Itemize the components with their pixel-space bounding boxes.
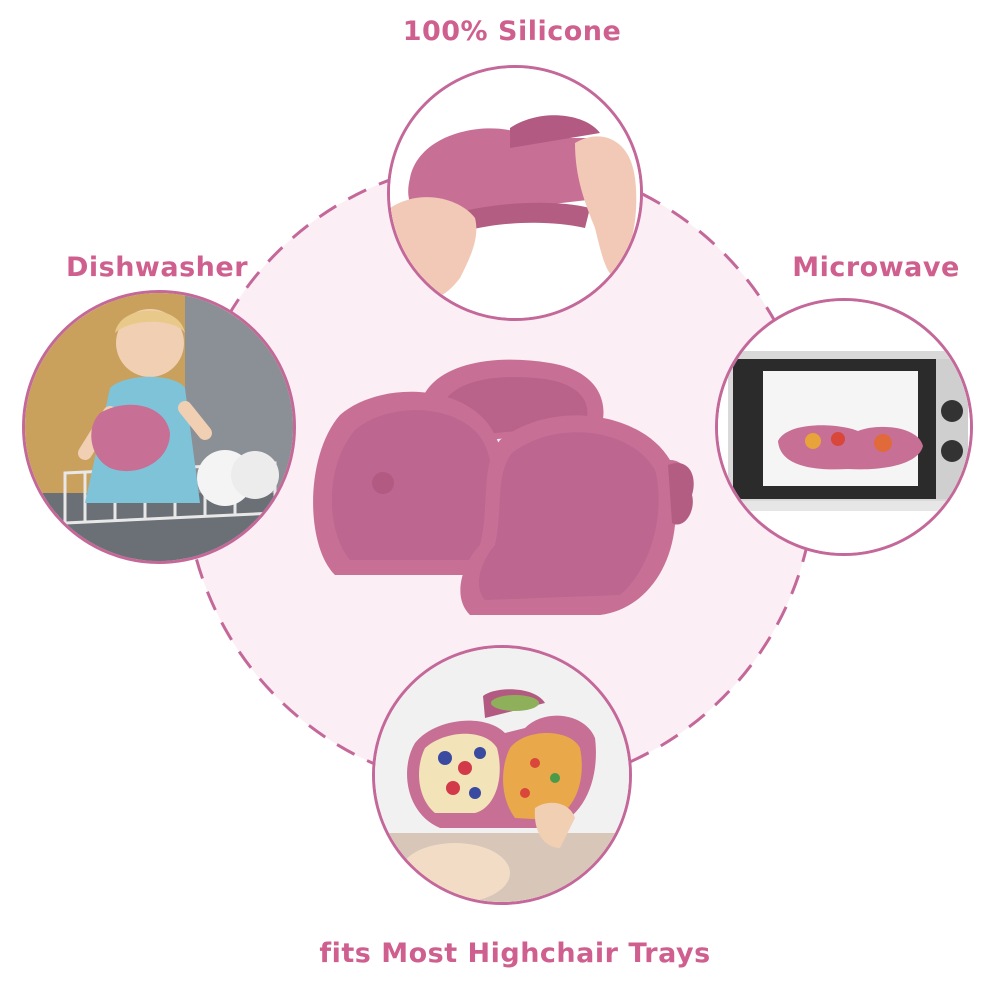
microwave-icon — [718, 301, 970, 553]
microwave-photo — [715, 298, 973, 556]
food-filled-plate-icon — [375, 648, 629, 902]
label-left: Dishwasher — [65, 252, 249, 283]
bunny-plate-icon — [313, 359, 694, 615]
label-top: 100% Silicone — [402, 16, 622, 47]
label-bottom: fits Most Highchair Trays — [319, 938, 711, 969]
silicone-photo — [387, 65, 643, 321]
hands-stretching-plate-icon — [390, 68, 640, 318]
label-right: Microwave — [792, 252, 960, 283]
child-at-dishwasher-icon — [25, 293, 293, 561]
highchair-photo — [372, 645, 632, 905]
dishwasher-photo — [22, 290, 296, 564]
